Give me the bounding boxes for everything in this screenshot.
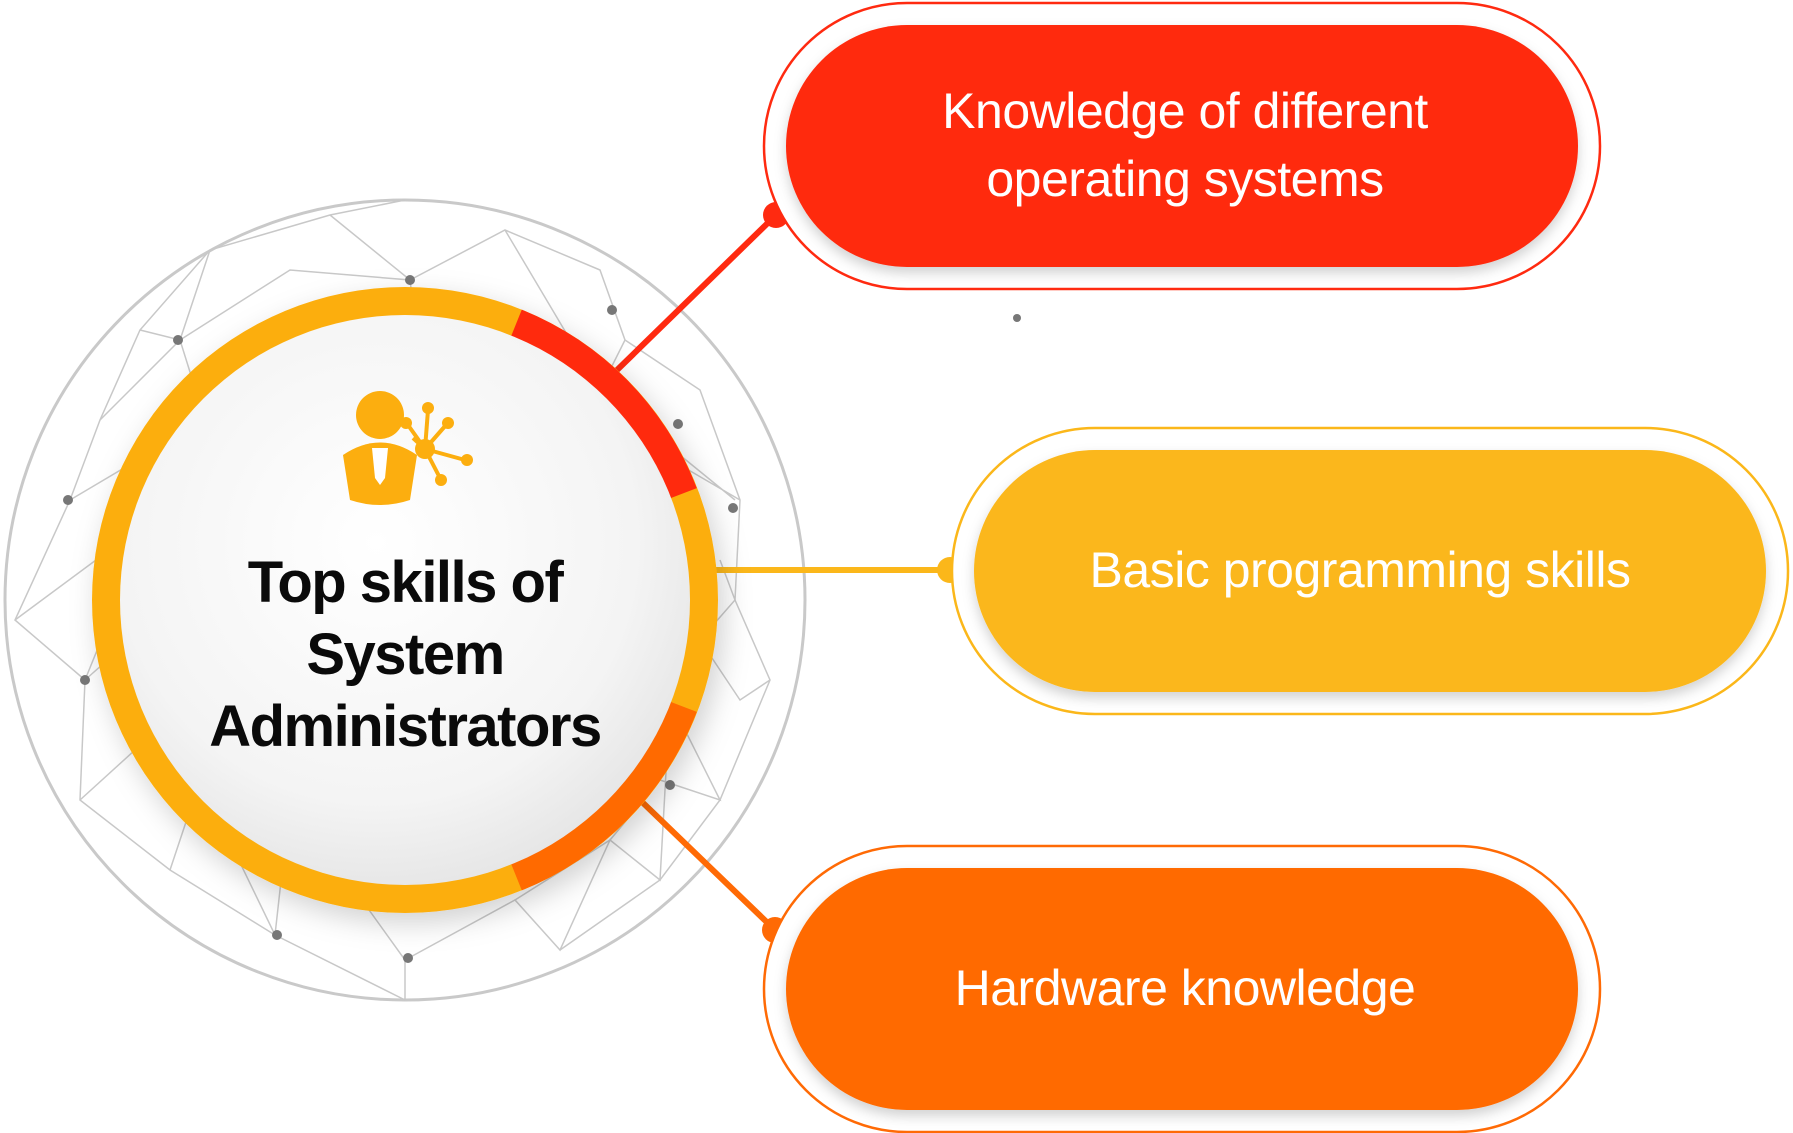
skill-label-2-line-1: Basic programming skills bbox=[1089, 542, 1631, 598]
skill-label-1: Knowledge of different operating systems bbox=[785, 25, 1585, 265]
skill-label-1-line-2: operating systems bbox=[986, 151, 1384, 207]
skill-label-3-line-1: Hardware knowledge bbox=[954, 960, 1416, 1016]
skill-label-2: Basic programming skills bbox=[960, 450, 1760, 690]
center-title-line-3: Administrators bbox=[209, 694, 602, 759]
skill-pill-1 bbox=[762, 1, 1602, 291]
skill-label-3: Hardware knowledge bbox=[785, 868, 1585, 1108]
connector-line-3 bbox=[637, 797, 778, 933]
center-title-line-1: Top skills of bbox=[247, 550, 564, 615]
connector-line-1 bbox=[612, 212, 779, 375]
person-network-icon bbox=[343, 391, 473, 505]
center-ring bbox=[92, 287, 718, 913]
skill-pill-2 bbox=[950, 426, 1790, 716]
center-title: Top skills of System Administrators bbox=[175, 540, 635, 770]
skill-pill-3 bbox=[762, 844, 1602, 1133]
skill-label-1-line-1: Knowledge of different bbox=[942, 83, 1428, 139]
center-title-line-2: System bbox=[306, 622, 505, 687]
